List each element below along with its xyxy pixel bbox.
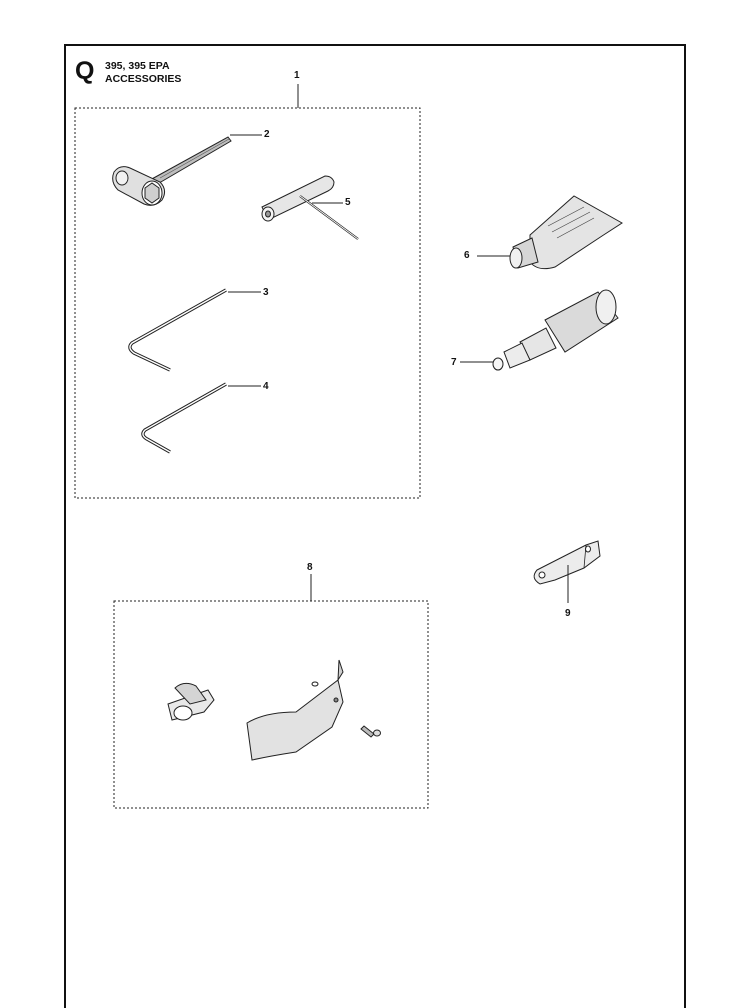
part-9-bracket [533, 540, 601, 585]
callout-6: 6 [464, 250, 470, 261]
kit-box-1 [74, 107, 421, 499]
part-7-grease-gun [492, 289, 619, 371]
section-letter: Q [75, 57, 95, 85]
page-frame [64, 44, 686, 1008]
part-2-combination-spanner [112, 136, 232, 206]
callout-4: 4 [263, 381, 269, 392]
callout-3: 3 [263, 287, 269, 298]
callout-1: 1 [294, 70, 300, 81]
callout-7: 7 [451, 357, 457, 368]
callout-8: 8 [307, 562, 313, 573]
part-3-hex-key-long [128, 288, 227, 372]
model-title: 395, 395 EPA [105, 60, 170, 72]
section-title: ACCESSORIES [105, 73, 182, 85]
part-8-guard-plate [246, 659, 381, 761]
part-4-hex-key-short [141, 382, 227, 454]
part-6-grease-tube [509, 195, 623, 270]
callout-9: 9 [565, 608, 571, 619]
kit-box-8 [113, 600, 429, 809]
part-5-t-wrench [261, 175, 359, 240]
part-8-clip [167, 682, 215, 721]
callout-2: 2 [264, 129, 270, 140]
callout-5: 5 [345, 197, 351, 208]
